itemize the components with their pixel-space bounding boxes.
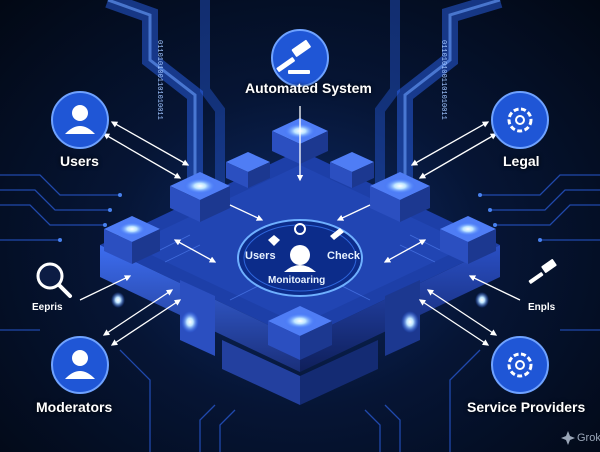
- hub-gear-icon: [294, 223, 306, 235]
- label-automated-system: Automated System: [245, 80, 372, 96]
- hub-label-monitoring: Monitoaring: [268, 275, 326, 286]
- node-moderators-circle: [51, 336, 109, 394]
- label-service-providers: Service Providers: [467, 399, 586, 415]
- gear-icon: [507, 352, 533, 378]
- label-users: Users: [60, 153, 99, 169]
- gavel-icon: [276, 39, 311, 74]
- monitoring-hub: [237, 219, 363, 297]
- node-automated-system-circle: [271, 29, 329, 87]
- label-legal: Legal: [503, 153, 540, 169]
- binary-stream-right: [397, 0, 503, 185]
- node-service-providers-circle: [491, 336, 549, 394]
- binary-stream-right-2: [375, 0, 400, 185]
- binary-text-left: 0110101001101010011: [155, 40, 163, 120]
- node-legal-circle: [491, 91, 549, 149]
- hub-label-users: Users: [245, 250, 276, 262]
- binary-stream-left-2: [200, 0, 225, 185]
- sparkle-icon: [561, 431, 575, 445]
- label-side-left: Eepris: [32, 302, 63, 313]
- binary-text-right: 0110101001101010011: [439, 40, 447, 120]
- circuit-traces: [0, 174, 600, 452]
- label-side-right: Enpls: [528, 302, 556, 313]
- user-icon: [65, 105, 95, 134]
- flow-arrows: [79, 106, 521, 346]
- magnifier-icon: [36, 262, 72, 298]
- hub-shield-icon: [268, 235, 280, 246]
- watermark: Grok: [577, 432, 600, 444]
- node-users-circle: [51, 91, 109, 149]
- hub-user-icon: [290, 245, 310, 265]
- user-icon: [65, 350, 95, 379]
- label-moderators: Moderators: [36, 399, 113, 415]
- hub-label-check: Check: [327, 250, 361, 262]
- side-gavel-icon: [528, 259, 557, 284]
- binary-stream-left: [105, 0, 203, 185]
- gear-icon: [507, 107, 533, 133]
- hub-gavel-icon: [330, 228, 344, 240]
